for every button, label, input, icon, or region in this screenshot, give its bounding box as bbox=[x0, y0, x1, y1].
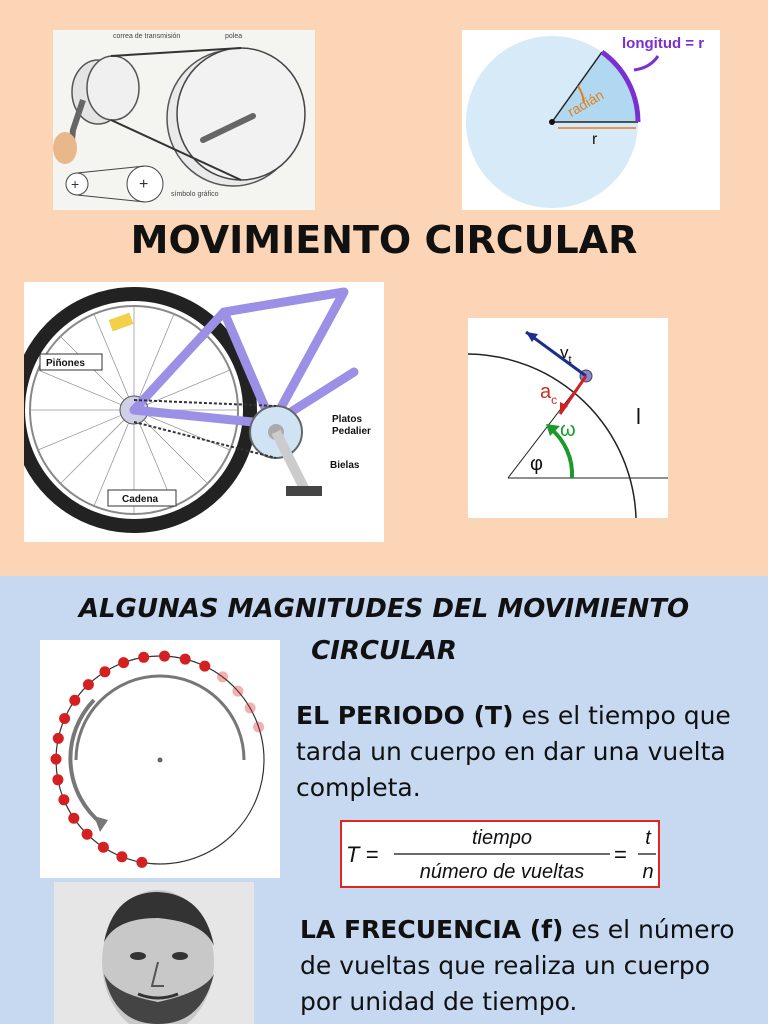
periodo-formula: T = tiempo número de vueltas = t n bbox=[340, 820, 660, 888]
orbit-dot bbox=[159, 650, 170, 662]
radian-radius-label: r bbox=[592, 131, 598, 148]
bike-cadena-label: Cadena bbox=[122, 494, 159, 505]
acceleration-label: ac bbox=[540, 381, 557, 407]
orbit-dot bbox=[136, 856, 148, 868]
orbit-dot bbox=[68, 812, 80, 824]
phi-label: φ bbox=[530, 453, 543, 475]
frecuencia-term: LA FRECUENCIA (f) bbox=[300, 915, 564, 944]
orbit-dots-illustration bbox=[40, 640, 280, 878]
orbit-dot bbox=[99, 666, 111, 678]
radian-illustration: radián r longitud = r bbox=[462, 30, 720, 210]
svg-text:+: + bbox=[139, 176, 148, 193]
orbit-dot bbox=[232, 685, 244, 697]
periodo-text: es el tiempo que tarda un cuerpo en dar … bbox=[296, 701, 731, 802]
page-title: MOVIMIENTO CIRCULAR bbox=[130, 218, 638, 262]
orbit-dot bbox=[253, 721, 265, 733]
formula-denominator2: n bbox=[642, 861, 653, 883]
formula-numerator2: t bbox=[645, 827, 652, 849]
orbit-dot bbox=[69, 694, 81, 706]
bike-pedalier-label: Pedalier bbox=[332, 426, 371, 437]
arc-length-label: l bbox=[636, 404, 641, 429]
bike-bielas-label: Bielas bbox=[330, 460, 360, 471]
frecuencia-text: es el número de vueltas que realiza un c… bbox=[300, 915, 735, 1016]
formula-lhs: T = bbox=[346, 842, 379, 867]
radian-arc-label: longitud = r bbox=[622, 35, 704, 52]
orbit-dot bbox=[138, 651, 150, 663]
section-title: ALGUNAS MAGNITUDES DEL MOVIMIENTO CIRCUL… bbox=[78, 594, 690, 666]
orbit-dot bbox=[52, 732, 64, 744]
formula-denominator: número de vueltas bbox=[420, 861, 585, 883]
bicycle-illustration: Piñones Cadena Bielas Platos Pedalier bbox=[24, 282, 384, 542]
omega-label: ω bbox=[560, 419, 576, 441]
orbit-dot bbox=[82, 679, 94, 691]
orbit-dot bbox=[199, 660, 211, 672]
pulley-belt-label: correa de transmisión bbox=[113, 33, 180, 40]
pulley-illustration: + + correa de transmisión polea símbolo … bbox=[53, 30, 315, 210]
orbit-dot bbox=[244, 702, 256, 714]
orbit-dot bbox=[50, 753, 62, 765]
orbit-dot bbox=[217, 671, 229, 683]
formula-numerator: tiempo bbox=[472, 827, 532, 849]
velocity-label: vt bbox=[560, 343, 572, 366]
orbit-dot bbox=[81, 828, 93, 840]
svg-text:+: + bbox=[71, 176, 79, 192]
orbit-dot bbox=[116, 851, 128, 863]
orbit-dot bbox=[179, 653, 191, 665]
orbit-dot bbox=[97, 841, 109, 853]
periodo-term: EL PERIODO (T) bbox=[296, 701, 514, 730]
formula-equals: = bbox=[614, 842, 627, 867]
orbit-dot bbox=[52, 774, 64, 786]
pulley-label: polea bbox=[225, 33, 242, 40]
bike-platos-label: Platos bbox=[332, 414, 362, 425]
orbit-dot bbox=[59, 713, 71, 724]
circular-vectors-diagram: vt ac ω φ l bbox=[468, 318, 668, 518]
orbit-dot bbox=[118, 657, 130, 669]
scientist-portrait bbox=[54, 882, 254, 1024]
pulley-symbol-label: símbolo gráfico bbox=[171, 191, 219, 198]
frecuencia-paragraph: LA FRECUENCIA (f) es el número de vuelta… bbox=[300, 912, 740, 1020]
orbit-dot bbox=[58, 794, 70, 806]
periodo-paragraph: EL PERIODO (T) es el tiempo que tarda un… bbox=[296, 698, 736, 806]
bike-pinones-label: Piñones bbox=[46, 358, 85, 369]
